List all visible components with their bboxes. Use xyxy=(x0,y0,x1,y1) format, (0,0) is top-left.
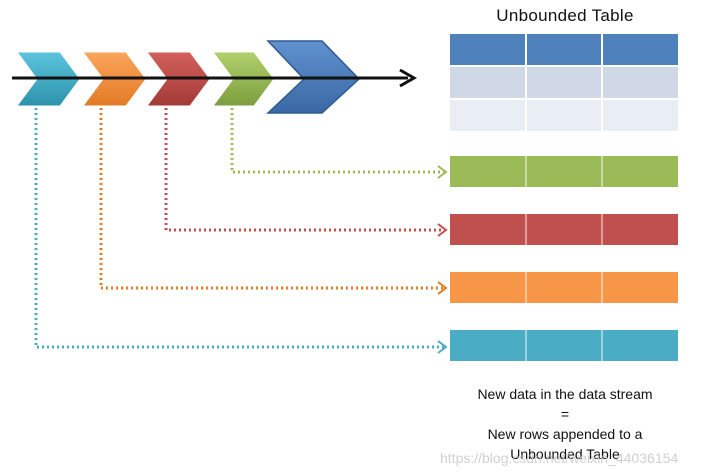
connector-orange-arrowhead xyxy=(437,281,448,295)
timeline-arrow-head xyxy=(399,68,418,88)
connector-teal xyxy=(34,108,444,349)
connector-red-arrowhead xyxy=(437,223,448,237)
connector-teal-arrowhead xyxy=(437,340,448,354)
appended-row-orange xyxy=(450,272,678,303)
caption-line: New data in the data stream xyxy=(477,386,653,402)
table-row xyxy=(450,100,678,131)
caption-equals: = xyxy=(560,406,570,422)
connector-red xyxy=(164,108,444,232)
caption-line: Unbounded Table xyxy=(510,446,620,462)
appended-row-red xyxy=(450,214,678,245)
table-title: Unbounded Table xyxy=(496,6,634,25)
appended-row-teal xyxy=(450,330,678,361)
table-row xyxy=(450,67,678,98)
appended-row-green xyxy=(450,156,678,187)
connector-green xyxy=(230,108,444,174)
watermark-text: https://blog.csdn.net/weixin_44036154 xyxy=(440,450,679,466)
unbounded-table xyxy=(450,34,678,131)
connector-orange xyxy=(99,108,444,290)
connector-green-arrowhead xyxy=(437,165,448,179)
table-row-header xyxy=(450,34,678,65)
caption-line: New rows appended to a xyxy=(487,426,643,442)
